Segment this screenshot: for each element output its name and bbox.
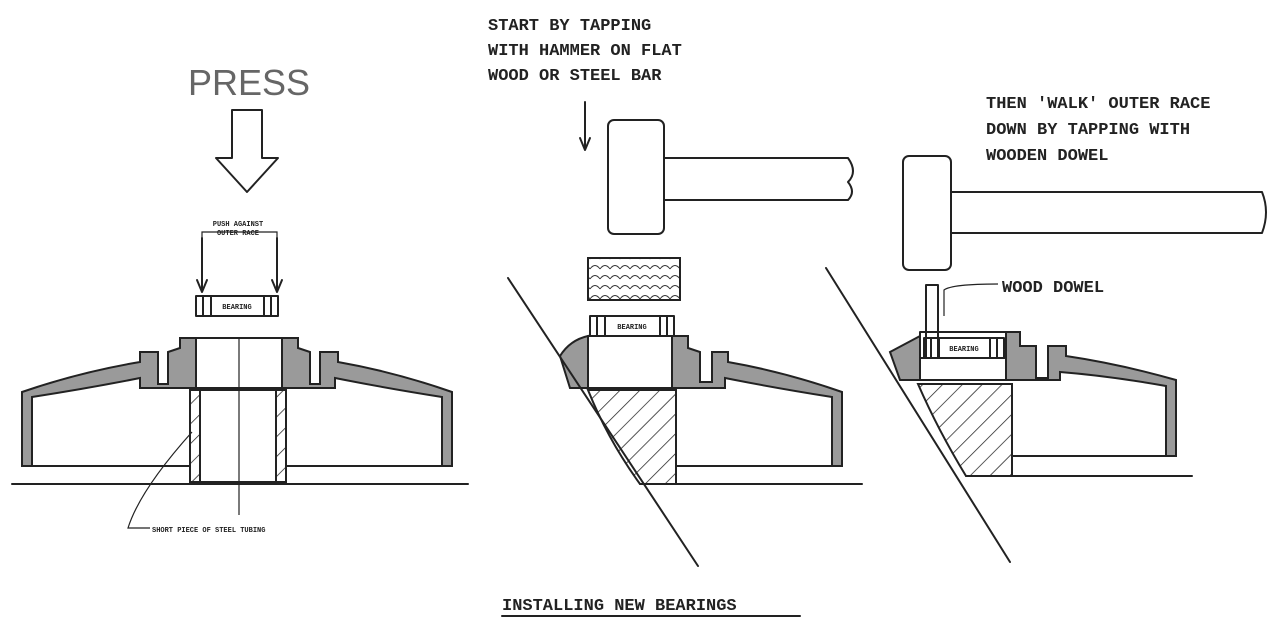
hammer-head-2 xyxy=(902,155,952,271)
push-outer-label-line1: PUSH AGAINST xyxy=(213,221,263,229)
wood-dowel-label: WOOD DOWEL xyxy=(1002,279,1104,298)
start-label-line1: START BY TAPPING xyxy=(488,17,651,36)
wood-block xyxy=(587,257,681,301)
diagram-caption: INSTALLING NEW BEARINGS xyxy=(502,597,737,616)
hub-right-casting xyxy=(281,337,453,467)
start-label-line2: WITH HAMMER ON FLAT xyxy=(488,42,682,61)
hammer-handle-2 xyxy=(950,191,1267,234)
hub-casting-2 xyxy=(671,335,843,467)
bearing-1 xyxy=(195,295,279,317)
press-arrow-icon xyxy=(215,109,279,193)
panel-wood-dowel: THEN 'WALK' OUTER RACE DOWN BY TAPPING W… xyxy=(825,95,1267,563)
svg-text:BEARING: BEARING xyxy=(617,324,646,332)
tubing-label: SHORT PIECE OF STEEL TUBING xyxy=(152,527,265,535)
press-label: PRESS xyxy=(188,62,310,103)
support-block-2 xyxy=(586,389,677,485)
walk-label-line2: DOWN BY TAPPING WITH xyxy=(986,121,1190,140)
svg-text:BEARING: BEARING xyxy=(222,304,251,312)
hammer-handle-1 xyxy=(663,157,854,201)
panel-hammer-wood: START BY TAPPING WITH HAMMER ON FLAT WOO… xyxy=(488,17,863,567)
hub-casting-3 xyxy=(1005,331,1177,457)
hub-left-casting xyxy=(21,337,197,467)
walk-label-line1: THEN 'WALK' OUTER RACE xyxy=(986,95,1210,114)
panel-press: PRESS PUSH AGAINST OUTER RACE BEARING xyxy=(11,62,469,535)
walk-label-line3: WOODEN DOWEL xyxy=(986,147,1108,166)
support-block-3 xyxy=(916,383,1013,477)
hammer-head-1 xyxy=(607,119,665,235)
start-label-line3: WOOD OR STEEL BAR xyxy=(488,67,662,86)
push-outer-label-line2: OUTER RACE xyxy=(217,230,259,238)
svg-text:BEARING: BEARING xyxy=(949,346,978,354)
